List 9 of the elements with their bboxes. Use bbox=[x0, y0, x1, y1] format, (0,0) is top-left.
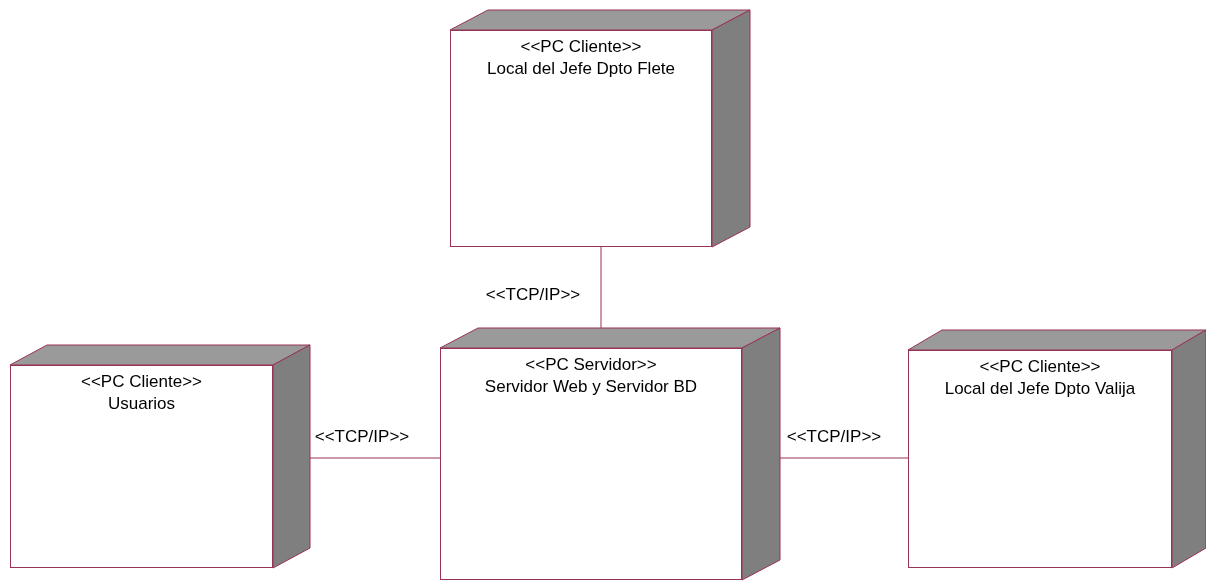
node-name: Usuarios bbox=[107, 393, 176, 415]
stereotype-label: <<PC Cliente>> bbox=[520, 36, 642, 58]
stereotype-label: <<PC Cliente>> bbox=[81, 371, 202, 393]
connector-line bbox=[600, 246, 602, 329]
node-name: Servidor Web y Servidor BD bbox=[484, 376, 698, 398]
node-name: Local del Jefe Dpto Valija bbox=[944, 378, 1136, 400]
node-name: Local del Jefe Dpto Flete bbox=[486, 58, 676, 80]
stereotype-label: <<PC Cliente>> bbox=[979, 356, 1101, 378]
stereotype-label: <<PC Servidor>> bbox=[525, 354, 657, 376]
